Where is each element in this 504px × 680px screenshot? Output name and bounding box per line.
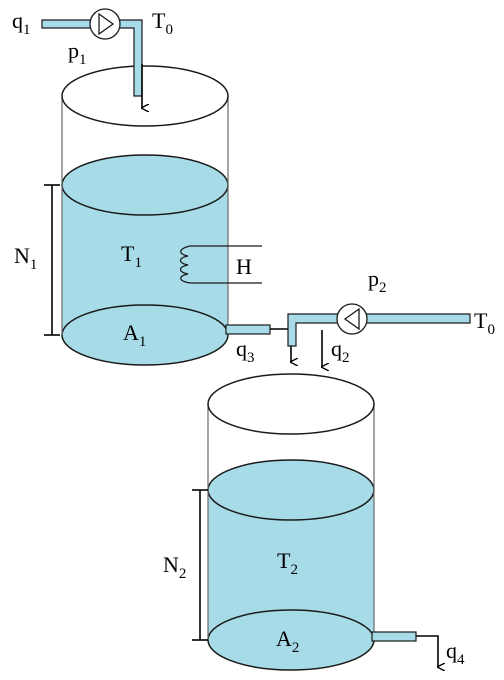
label-p2: p2: [368, 266, 387, 296]
tank-2-inflow-pipe: [287, 303, 471, 367]
label-q2: q2: [331, 336, 350, 366]
pump-1-arrow-icon: [98, 12, 115, 36]
tank-2: [207, 373, 375, 671]
label-t0-top: T0: [152, 8, 173, 38]
label-n1: N1: [14, 243, 37, 273]
label-a2: A2: [276, 626, 299, 656]
heating-coil-icon: [179, 245, 191, 284]
label-a1: A1: [123, 320, 146, 350]
tank-1-top-rim: [61, 65, 229, 127]
label-p1: p1: [68, 38, 87, 68]
tank-1-liquid-surface: [61, 154, 229, 216]
label-t2: T2: [277, 548, 298, 578]
pump-2-arrow-icon: [343, 307, 360, 331]
label-q1: q1: [12, 8, 31, 38]
tank-2-top-rim: [207, 373, 375, 435]
label-heater: H: [236, 254, 252, 279]
tank-1-inflow-pipe: [41, 8, 142, 108]
level-indicator-2: [192, 489, 208, 641]
tank-2-liquid-surface: [207, 459, 375, 521]
label-q4: q4: [446, 638, 465, 668]
heater: [179, 245, 262, 284]
tank-2-outflow-pipe: [371, 631, 438, 667]
tank-1: [61, 65, 229, 366]
label-q3: q3: [236, 336, 255, 366]
label-t1: T1: [121, 241, 142, 271]
label-t0-right: T0: [474, 308, 495, 338]
level-indicator-1: [44, 184, 60, 336]
label-n2: N2: [163, 552, 186, 582]
